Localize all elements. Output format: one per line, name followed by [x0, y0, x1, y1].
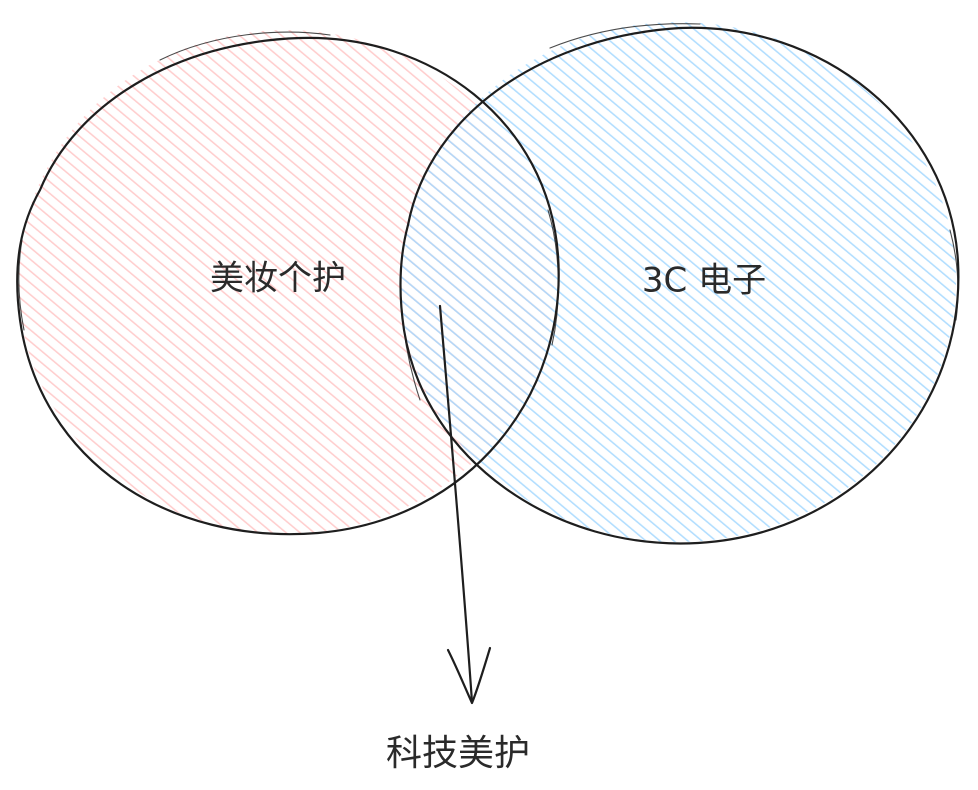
set-beauty-label: 美妆个护 [210, 259, 346, 299]
intersection-arrow [438, 304, 492, 705]
set-beauty [18, 30, 554, 534]
intersection-label: 科技美护 [386, 733, 530, 774]
set-electronics-outline [399, 23, 960, 545]
set-beauty-fill [18, 30, 554, 534]
set-electronics [400, 22, 956, 542]
set-electronics-fill [400, 22, 956, 542]
set-electronics-label: 3C 电子 [642, 261, 766, 301]
set-beauty-outline [16, 31, 560, 536]
